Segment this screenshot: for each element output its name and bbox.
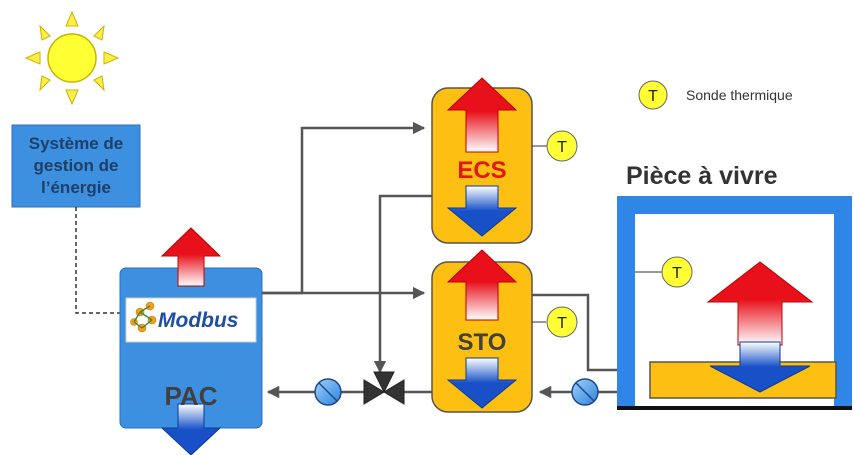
- room-temperature-probe: T: [661, 256, 693, 288]
- probe-symbol: T: [672, 265, 682, 282]
- pac-label: PAC: [165, 381, 218, 411]
- legend: T Sonde thermique: [638, 80, 793, 110]
- room-cold-arrow-down: [709, 341, 811, 393]
- pipes: [262, 121, 646, 399]
- probe-symbol: T: [557, 139, 567, 156]
- probe-symbol: T: [557, 315, 567, 332]
- ecs-temperature-probe: T: [546, 130, 578, 162]
- ecs-tank: [431, 77, 533, 244]
- sto-tank: [431, 249, 533, 413]
- energy-line-2: gestion de: [33, 156, 119, 175]
- legend-text: Sonde thermique: [686, 87, 793, 103]
- energy-management-label: Système de gestion de l’énergie: [12, 125, 140, 207]
- modbus-logo: Modbus: [125, 297, 257, 343]
- energy-line-3: l’énergie: [41, 178, 111, 197]
- three-way-valve: [363, 371, 405, 405]
- ecs-label: ECS: [457, 157, 506, 184]
- sun-icon: [24, 10, 120, 106]
- sto-label: STO: [458, 329, 507, 356]
- modbus-link: [75, 207, 120, 314]
- hot-arrow-up: [160, 227, 222, 287]
- energy-line-1: Système de: [28, 134, 124, 153]
- legend-probe-icon: [638, 80, 668, 110]
- legend-probe-symbol: T: [648, 88, 658, 105]
- cold-arrow-down: [160, 403, 222, 455]
- energy-management-box: [11, 124, 141, 208]
- pump-left: [314, 378, 342, 406]
- pump-right: [571, 378, 599, 406]
- modbus-logo-text: Modbus: [158, 309, 238, 332]
- room-title: Pièce à vivre: [626, 162, 778, 190]
- sto-temperature-probe: T: [546, 306, 578, 338]
